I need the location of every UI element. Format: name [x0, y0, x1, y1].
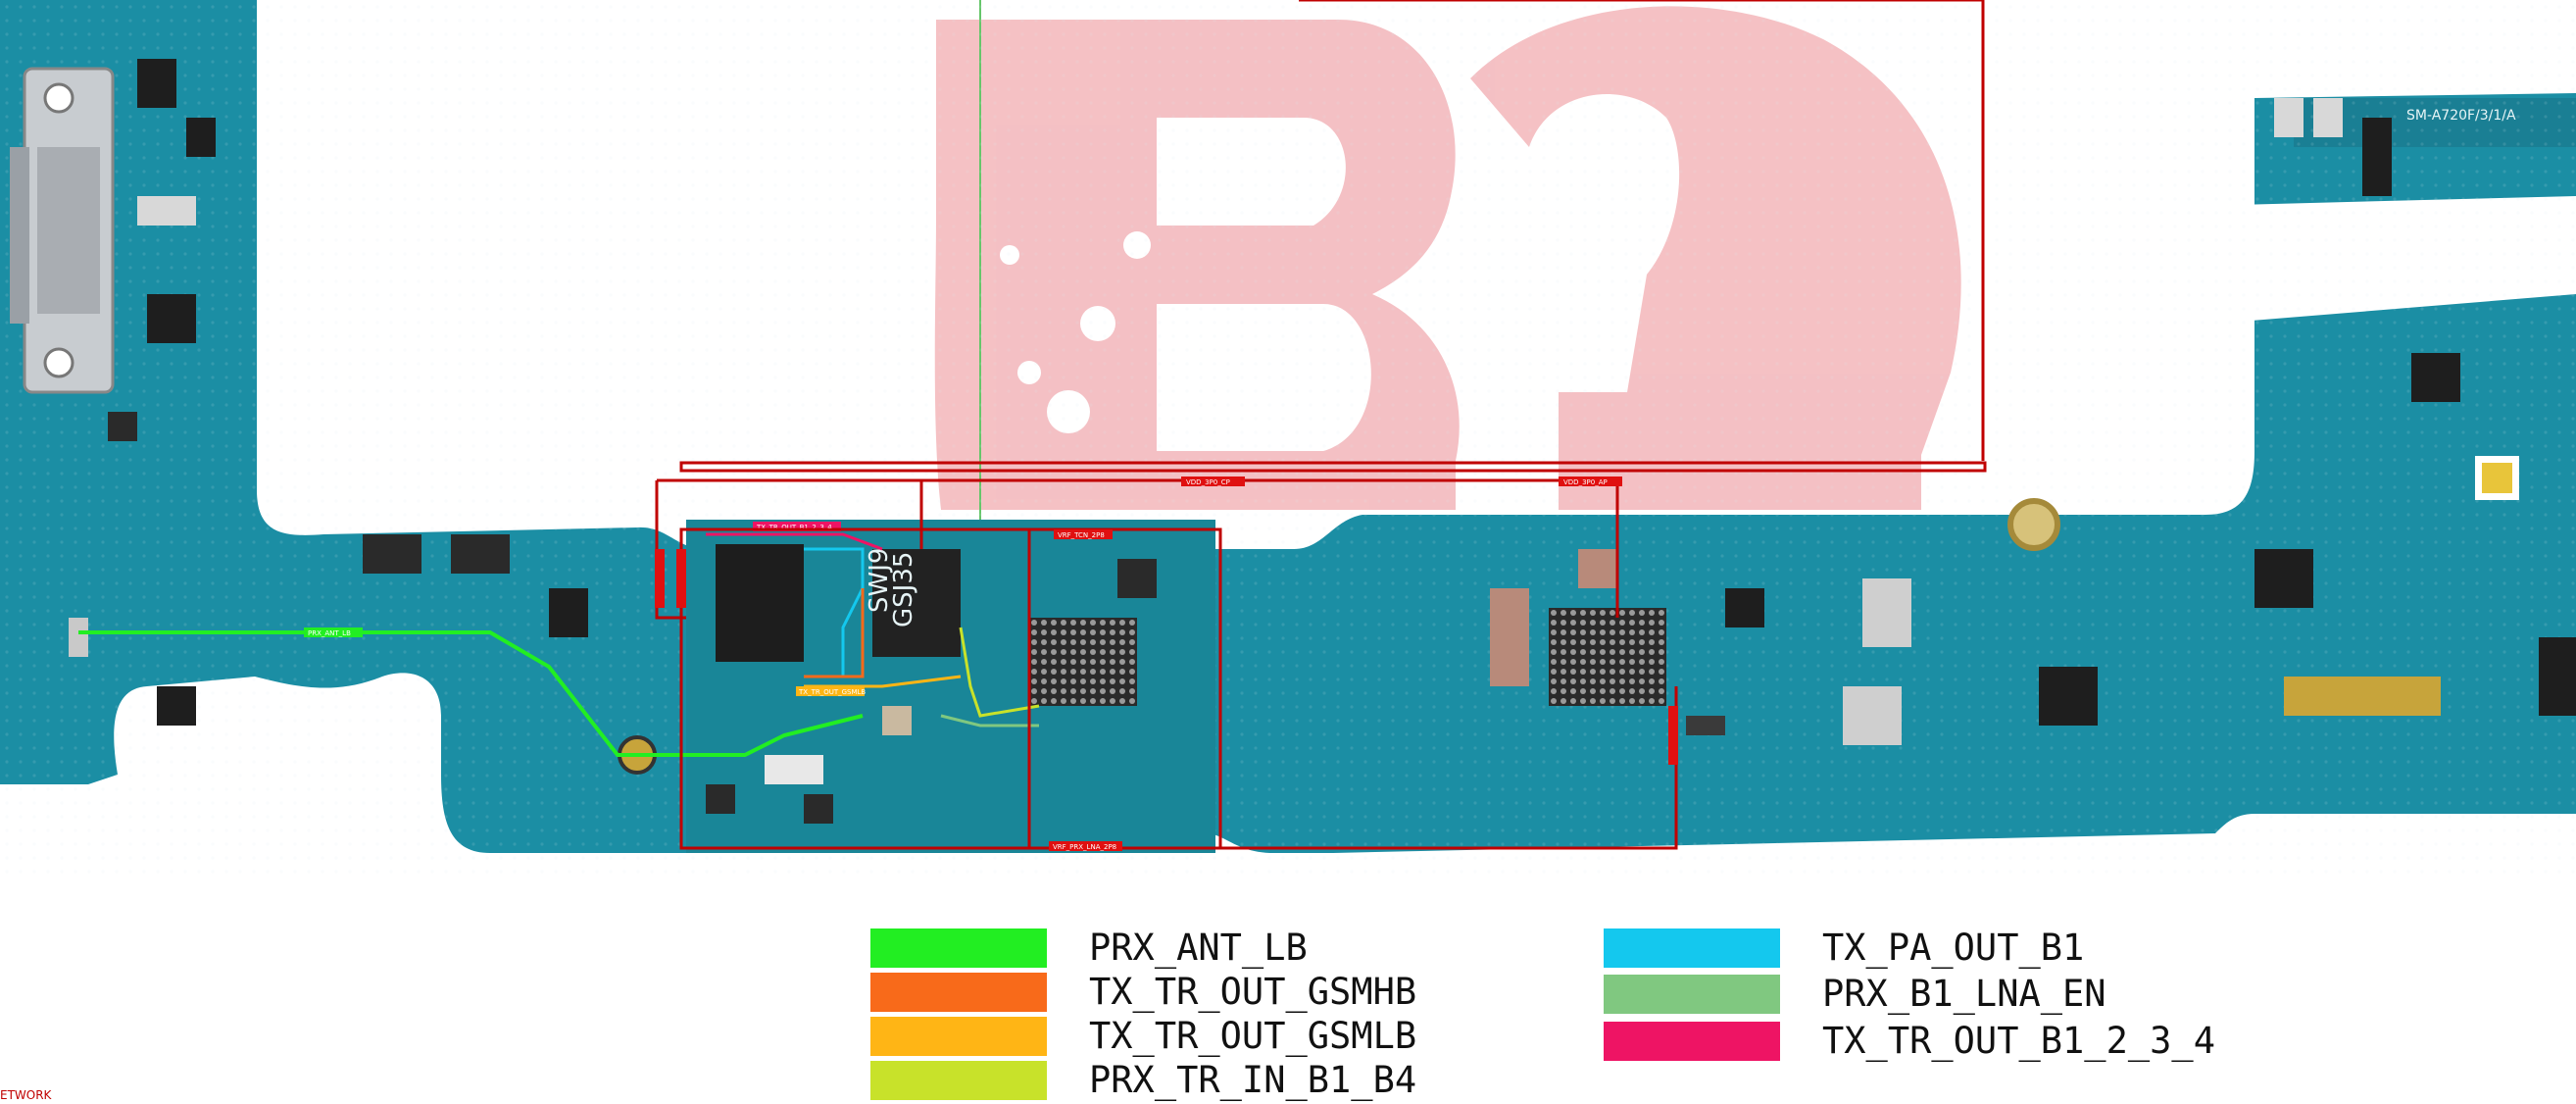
legend-swatch — [870, 1016, 1047, 1056]
tag-prx-ant-lb — [304, 627, 363, 637]
tag-tx-tr-out-b1234 — [753, 522, 841, 531]
power-traces — [655, 0, 1987, 850]
legend-label: PRX_ANT_LB — [1089, 927, 1308, 969]
usb-connector — [10, 67, 115, 394]
trace-tx-tr-out-b1-2-3-4 — [706, 532, 883, 551]
legend-label: PRX_TR_IN_B1_B4 — [1089, 1059, 1417, 1101]
legend-item-tx-tr-out-gsmhb: TX_TR_OUT_GSMHB — [870, 971, 1416, 1013]
legend-swatch — [870, 1060, 1047, 1100]
legend-label: TX_TR_OUT_GSMHB — [1089, 971, 1417, 1013]
legend-swatch — [1604, 928, 1780, 968]
tag-vdd-3p0-ap-text: VDD_3P0_AP — [1563, 478, 1608, 486]
legend-item-prx-ant-lb: PRX_ANT_LB — [870, 927, 1308, 969]
pcb-outline — [0, 0, 2576, 882]
corner-text: ETWORK — [0, 1088, 52, 1102]
legend-label: TX_TR_OUT_GSMLB — [1089, 1015, 1417, 1057]
tag-vrf-prx-lna-2p8 — [1049, 841, 1122, 851]
trace-prx-tr-in-b1-b4 — [959, 627, 1040, 718]
chip-marking-1: SWJ9 — [865, 548, 894, 613]
tag-vdd-3p0-ap — [1559, 477, 1622, 486]
legend-label: TX_PA_OUT_B1 — [1822, 927, 2085, 969]
legend-label: TX_TR_OUT_B1_2_3_4 — [1822, 1020, 2215, 1062]
tag-vrf-tcn-2p8 — [1054, 529, 1113, 539]
legend-label: PRX_B1_LNA_EN — [1822, 973, 2106, 1015]
legend-swatch — [1604, 1021, 1780, 1061]
side-tag-vrf-lna — [1668, 706, 1678, 765]
pmic-section: SM-A720F/3/1/A — [1490, 98, 2576, 745]
legend-item-tx-tr-out-b1-2-3-4: TX_TR_OUT_B1_2_3_4 — [1604, 1020, 2215, 1062]
tag-vdd-3p0-cp-text: VDD_3P0_CP — [1186, 478, 1230, 486]
tag-vdd-3p0-cp — [1181, 477, 1245, 486]
rf-section: SWJ9 GSJ35 — [618, 520, 1215, 853]
legend-swatch — [1604, 974, 1780, 1014]
legend-swatch — [870, 972, 1047, 1012]
side-tag-vdd-3p0-rx — [655, 549, 665, 608]
tag-prx-ant-lb-text: PRX_ANT_LB — [308, 629, 351, 637]
legend-item-tx-tr-out-gsmlb: TX_TR_OUT_GSMLB — [870, 1015, 1416, 1057]
tag-tx-tr-out-gsmlb — [796, 686, 865, 696]
left-components — [69, 59, 588, 726]
tag-tx-tr-out-gsmlb-text: TX_TR_OUT_GSMLB — [798, 688, 866, 696]
trace-tx-tr-out-gsmhb — [804, 588, 865, 678]
tag-vrf-tcn-2p8-text: VRF_TCN_2P8 — [1058, 531, 1105, 539]
model-silk: SM-A720F/3/1/A — [2406, 108, 2516, 124]
legend-item-prx-tr-in-b1-b4: PRX_TR_IN_B1_B4 — [870, 1059, 1416, 1101]
chip-marking-2: GSJ35 — [889, 552, 918, 627]
side-tag-vrf-tx — [676, 549, 686, 608]
trace-prx-b1-lna-en — [940, 714, 1039, 728]
legend-item-tx-pa-out-b1: TX_PA_OUT_B1 — [1604, 927, 2084, 969]
legend-item-prx-b1-lna-en: PRX_B1_LNA_EN — [1604, 973, 2106, 1015]
tag-tx-tr-out-b1234-text: TX_TR_OUT_B1_2_3_4 — [756, 524, 832, 531]
tag-vrf-prx-lna-2p8-text: VRF_PRX_LNA_2P8 — [1053, 843, 1116, 851]
legend-swatch — [870, 928, 1047, 968]
